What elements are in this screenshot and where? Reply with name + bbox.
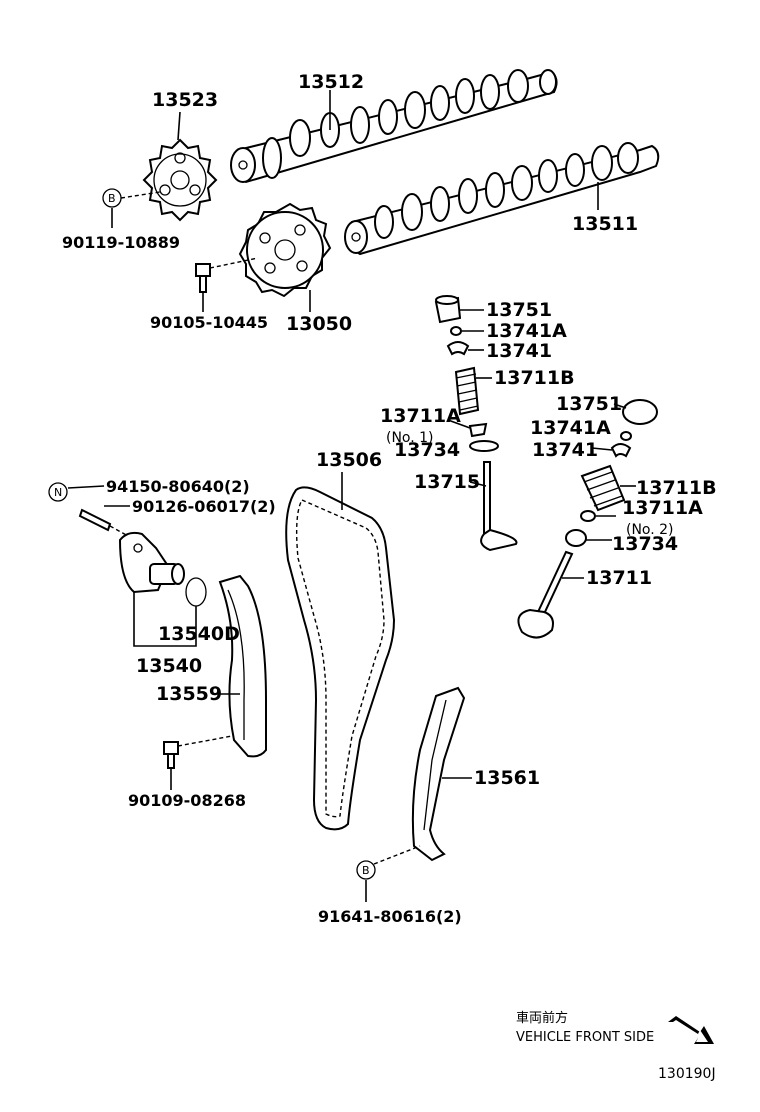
- label-13561: 13561: [474, 767, 540, 789]
- chain-slipper-13559: [218, 574, 267, 758]
- bolt-90105: [195, 263, 211, 293]
- label-13711a-a-note: (No. 1): [386, 430, 434, 446]
- label-91641-80616: 91641-80616(2): [318, 907, 462, 926]
- valve-spring-13711b-a: [454, 366, 480, 416]
- valve-seat-13711a-b: [580, 510, 596, 522]
- vehicle-front-side-label: VEHICLE FRONT SIDE: [516, 1030, 654, 1045]
- exhaust-valve-13715: [480, 461, 518, 552]
- label-13523: 13523: [152, 89, 218, 111]
- label-13540: 13540: [136, 655, 202, 677]
- bolt-b-marker: B: [102, 188, 122, 208]
- svg-text:N: N: [54, 486, 62, 499]
- valve-seal-13734-a: [469, 440, 499, 452]
- label-13511: 13511: [572, 213, 638, 235]
- chain-guide-13561: [411, 686, 466, 862]
- label-13540d: 13540D: [158, 623, 240, 645]
- camshaft-13512: [230, 69, 558, 184]
- label-13734-b: 13734: [612, 533, 678, 555]
- label-90119-10889: 90119-10889: [62, 233, 180, 252]
- label-13711b-b: 13711B: [636, 477, 717, 499]
- label-13734-a: 13734: [394, 439, 460, 461]
- label-13506: 13506: [316, 449, 382, 471]
- n-marker: N: [48, 482, 68, 502]
- label-13711a-a: 13711A: [380, 405, 461, 427]
- camshaft-sprocket-13523: [142, 138, 218, 222]
- label-13711a-b-note: (No. 2): [626, 522, 674, 538]
- label-13512: 13512: [298, 71, 364, 93]
- valve-shim-13741a-a: [450, 326, 462, 336]
- label-13741a-b: 13741A: [530, 417, 611, 439]
- spring-retainer-13741-b: [610, 443, 632, 458]
- diagram-code: 130190J: [658, 1066, 716, 1082]
- vvt-gear-13050: [238, 202, 332, 298]
- valve-lifter-13751-b: [622, 399, 658, 425]
- spring-retainer-13741-a: [446, 341, 470, 356]
- stud-90126: [78, 508, 112, 532]
- camshaft-13511: [344, 142, 660, 256]
- chain-tensioner-13540: [118, 531, 185, 594]
- tensioner-o-ring-13540d: [185, 577, 207, 607]
- vehicle-front-side-jp: 車両前方: [516, 1010, 568, 1026]
- timing-chain-13506: [285, 486, 396, 831]
- label-94150-80640: 94150-80640(2): [106, 477, 250, 496]
- valve-spring-13711b-b: [580, 464, 626, 512]
- valve-lifter-13751-a: [434, 295, 462, 324]
- valve-seat-13711a-a: [468, 422, 488, 438]
- bolt-b-marker-2: B: [356, 860, 376, 880]
- label-13050: 13050: [286, 313, 352, 335]
- label-13741-a: 13741: [486, 340, 552, 362]
- front-direction-arrow-icon: [668, 1016, 714, 1044]
- label-90126-06017: 90126-06017(2): [132, 497, 276, 516]
- label-13711a-b: 13711A: [622, 497, 703, 519]
- svg-text:B: B: [108, 192, 116, 205]
- label-13559: 13559: [156, 683, 222, 705]
- label-13741a-a: 13741A: [486, 320, 567, 342]
- intake-valve-13711: [517, 550, 574, 639]
- label-13711b-a: 13711B: [494, 367, 575, 389]
- bolt-90109: [163, 741, 179, 769]
- label-90109-08268: 90109-08268: [128, 791, 246, 810]
- label-13741-b: 13741: [532, 439, 598, 461]
- valve-seal-13734-b: [565, 529, 587, 547]
- label-13751-a: 13751: [486, 299, 552, 321]
- label-13751-b: 13751: [556, 393, 622, 415]
- svg-text:B: B: [362, 864, 370, 877]
- label-13711: 13711: [586, 567, 652, 589]
- label-90105-10445: 90105-10445: [150, 313, 268, 332]
- label-13715: 13715: [414, 471, 480, 493]
- valve-shim-13741a-b: [620, 431, 632, 441]
